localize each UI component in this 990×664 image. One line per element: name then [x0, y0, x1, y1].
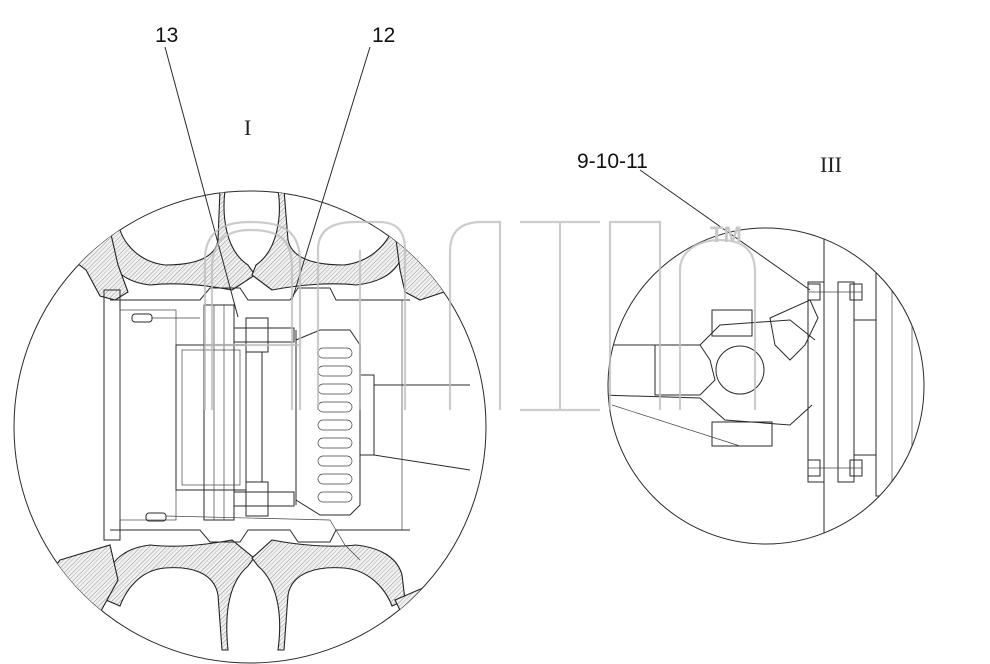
gearbox-body [936, 330, 976, 430]
detail-circle-III [607, 227, 925, 545]
flange-bolt-upper [807, 283, 863, 301]
tire-upper-right-outer [394, 231, 481, 301]
rim-upper [110, 287, 410, 301]
view-label-III: III [820, 152, 842, 177]
tire-upper-left [107, 191, 256, 291]
shaft-centerline [611, 404, 741, 447]
tire-lower-right-outer [394, 574, 481, 641]
stud-bolt-lower [233, 491, 295, 507]
spacer-ring [203, 304, 235, 521]
axle-housing [373, 384, 471, 471]
detail-circle-I [13, 190, 487, 664]
leader-12 [291, 46, 371, 301]
output-housing [853, 319, 877, 456]
leader-9-10-11 [639, 169, 811, 291]
tire-lower-right [251, 539, 406, 651]
flange-yoke-section [769, 299, 819, 361]
callout-13: 13 [155, 24, 178, 47]
gearbox-splines [940, 344, 975, 417]
nut-upper [245, 317, 269, 353]
hub-outer [119, 309, 177, 521]
yoke-section [654, 344, 716, 396]
watermark-logo [203, 220, 757, 412]
bearing-cup-bottom [711, 421, 773, 447]
companion-flange-a [807, 281, 825, 483]
tire-lower-left [105, 539, 255, 651]
tire-lower-outer [29, 544, 119, 641]
cooling-fins [317, 347, 353, 503]
stud-bolt-upper [233, 327, 295, 343]
view-label-I: I [244, 115, 251, 140]
leader-13 [164, 46, 239, 318]
flange-bolt-lower [807, 459, 863, 477]
watermark-trademark: TM [710, 222, 742, 247]
universal-joint-cross [715, 345, 765, 395]
axle-shaft-end [359, 374, 375, 456]
gearbox-flange [875, 267, 924, 497]
companion-flange-b [837, 281, 855, 483]
callout-12: 12 [372, 24, 395, 47]
bearing-cup-top [711, 309, 753, 337]
callout-9-10-11: 9-10-11 [577, 150, 648, 173]
valve-stem-lower [145, 512, 361, 561]
valve-stem-upper [131, 313, 200, 323]
detail-view-I [13, 190, 487, 664]
wheel-flange-left [103, 289, 121, 541]
tire-upper-right [251, 191, 406, 291]
rim-lower [110, 529, 410, 543]
nut-lower [245, 481, 269, 517]
detail-view-III [607, 227, 976, 545]
propeller-shaft [608, 319, 816, 426]
